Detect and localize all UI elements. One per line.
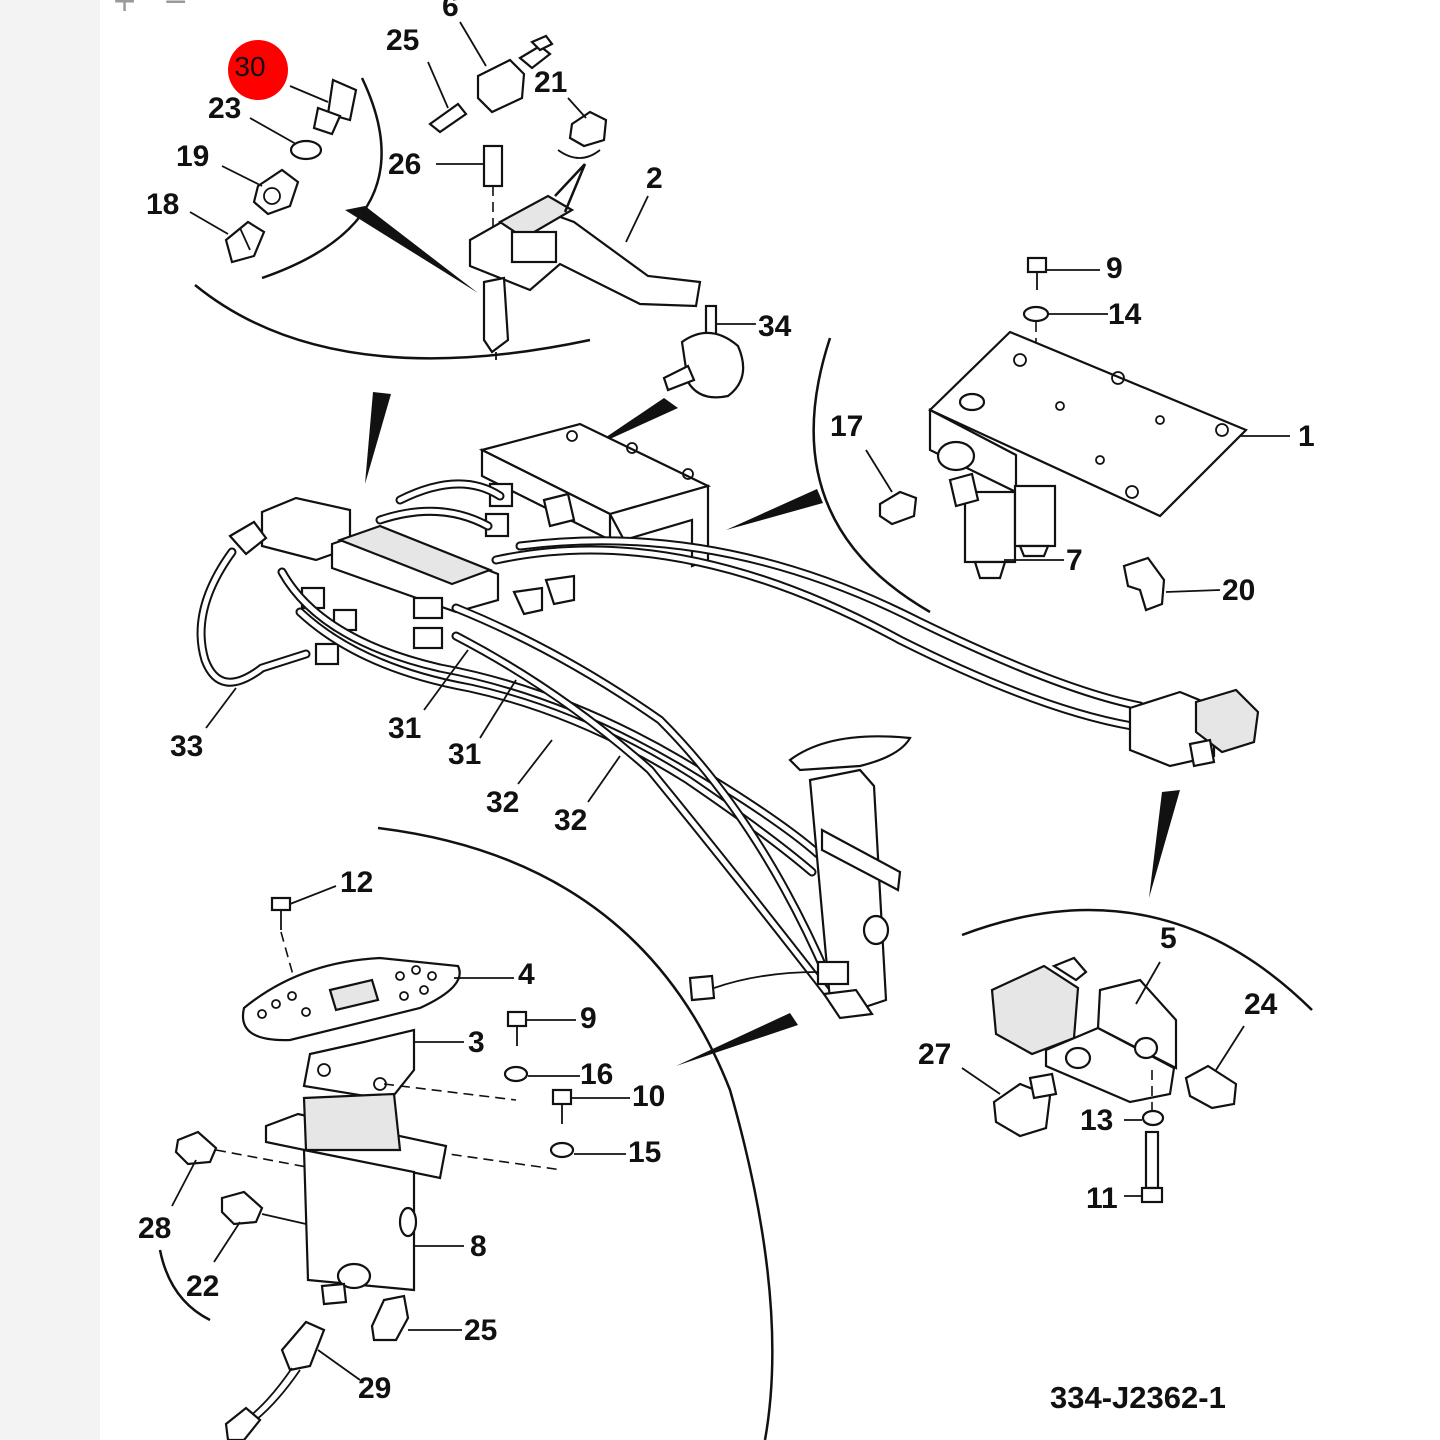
item-6-tee [476, 34, 554, 114]
item-19-nut [252, 168, 300, 216]
item-11-bolt [1140, 1070, 1164, 1204]
item-27-fitting [992, 1072, 1058, 1138]
callout-2: 2 [646, 162, 663, 195]
item-18-fitting [224, 220, 266, 264]
item-23-o-ring [289, 139, 323, 161]
callout-6: 6 [442, 0, 459, 23]
callout-3: 3 [468, 1026, 485, 1059]
callout-9a: 9 [1106, 252, 1123, 285]
callout-24: 24 [1244, 988, 1278, 1021]
item-15-washer [549, 1141, 575, 1159]
callout-12: 12 [340, 866, 373, 899]
item-9-bolt-lower [506, 1010, 528, 1046]
callout-30: 30 [234, 51, 265, 82]
callout-26: 26 [388, 148, 421, 181]
item-28-fitting [174, 1130, 218, 1166]
item-14-washer [1022, 305, 1050, 323]
fitting-cluster [228, 482, 576, 666]
callout-9b: 9 [580, 1002, 597, 1035]
callout-13: 13 [1080, 1104, 1113, 1137]
hoses [196, 479, 1145, 1009]
detail-pointers [345, 206, 1180, 1066]
callout-labels: 1 2 3 4 5 6 7 8 9 9 10 11 12 13 14 15 16… [138, 0, 1315, 1405]
zoom-out-button[interactable]: − [163, 0, 189, 19]
callout-15: 15 [628, 1136, 661, 1169]
callout-7: 7 [1066, 544, 1083, 577]
zoom-controls: + − [112, 0, 188, 20]
callout-5: 5 [1160, 922, 1177, 955]
item-29-sensor [224, 1320, 326, 1440]
callout-28: 28 [138, 1212, 171, 1245]
callout-27: 27 [918, 1038, 951, 1071]
item-22-fitting [220, 1190, 307, 1226]
item-1-plate [928, 330, 1248, 518]
item-21-plug [568, 110, 608, 148]
item-30-adapter [312, 78, 358, 136]
detail-arcs [158, 77, 1313, 1440]
item-3-bracket [302, 1028, 416, 1102]
callout-20: 20 [1222, 574, 1255, 607]
item-24-fitting [1184, 1064, 1238, 1110]
callout-22: 22 [186, 1270, 219, 1303]
callout-32a: 32 [486, 786, 519, 819]
item-21-seal-arc [557, 149, 601, 159]
item-7-solenoids [963, 484, 1057, 580]
callout-17: 17 [830, 410, 863, 443]
callout-4: 4 [518, 958, 535, 991]
item-26-fitting [482, 144, 504, 230]
callout-14: 14 [1108, 298, 1142, 331]
item-10-bolt [551, 1088, 573, 1124]
callout-34: 34 [758, 310, 792, 343]
leader-lines [171, 21, 1290, 1381]
item-5-valve-exploded [990, 956, 1178, 1104]
pedal-tower-assembled [688, 735, 912, 1020]
callout-33: 33 [170, 730, 203, 763]
zoom-in-button[interactable]: + [112, 0, 138, 19]
callout-21: 21 [534, 66, 567, 99]
probe-fitting [482, 276, 510, 360]
callout-31b: 31 [448, 738, 481, 771]
item-34-switch [662, 304, 745, 399]
callout-10: 10 [632, 1080, 665, 1113]
item-9-bolt-top [1026, 256, 1048, 290]
callout-11: 11 [1086, 1182, 1118, 1215]
item-13-washer [1141, 1109, 1165, 1127]
item-4-pedal-pad [241, 956, 461, 1042]
item-8-pedal-body [264, 1092, 448, 1292]
item-2-bracket-valve [468, 163, 702, 308]
callout-1: 1 [1298, 420, 1315, 453]
valve-block-left [260, 496, 500, 614]
callout-25a: 25 [386, 24, 419, 57]
callout-18: 18 [146, 188, 179, 221]
item-16-washer [503, 1065, 529, 1083]
main-valve-bracket [478, 422, 712, 568]
callout-19: 19 [176, 140, 209, 173]
callout-31a: 31 [388, 712, 421, 745]
highlight-marker [228, 40, 288, 100]
item-25-elbow-lower [320, 1282, 410, 1342]
callout-16: 16 [580, 1058, 613, 1091]
right-valve-assembled [1128, 688, 1260, 768]
callout-32b: 32 [554, 804, 587, 837]
callout-29: 29 [358, 1372, 391, 1405]
callout-8: 8 [470, 1230, 487, 1263]
callout-25b: 25 [464, 1314, 497, 1347]
item-20-elbow [1122, 556, 1166, 612]
callout-23: 23 [208, 92, 241, 125]
item-17-fitting [878, 472, 980, 526]
viewer-left-strip [0, 0, 100, 1440]
drawing-number: 334-J2362-1 [1050, 1380, 1226, 1415]
item-25-fitting-top [428, 102, 468, 134]
